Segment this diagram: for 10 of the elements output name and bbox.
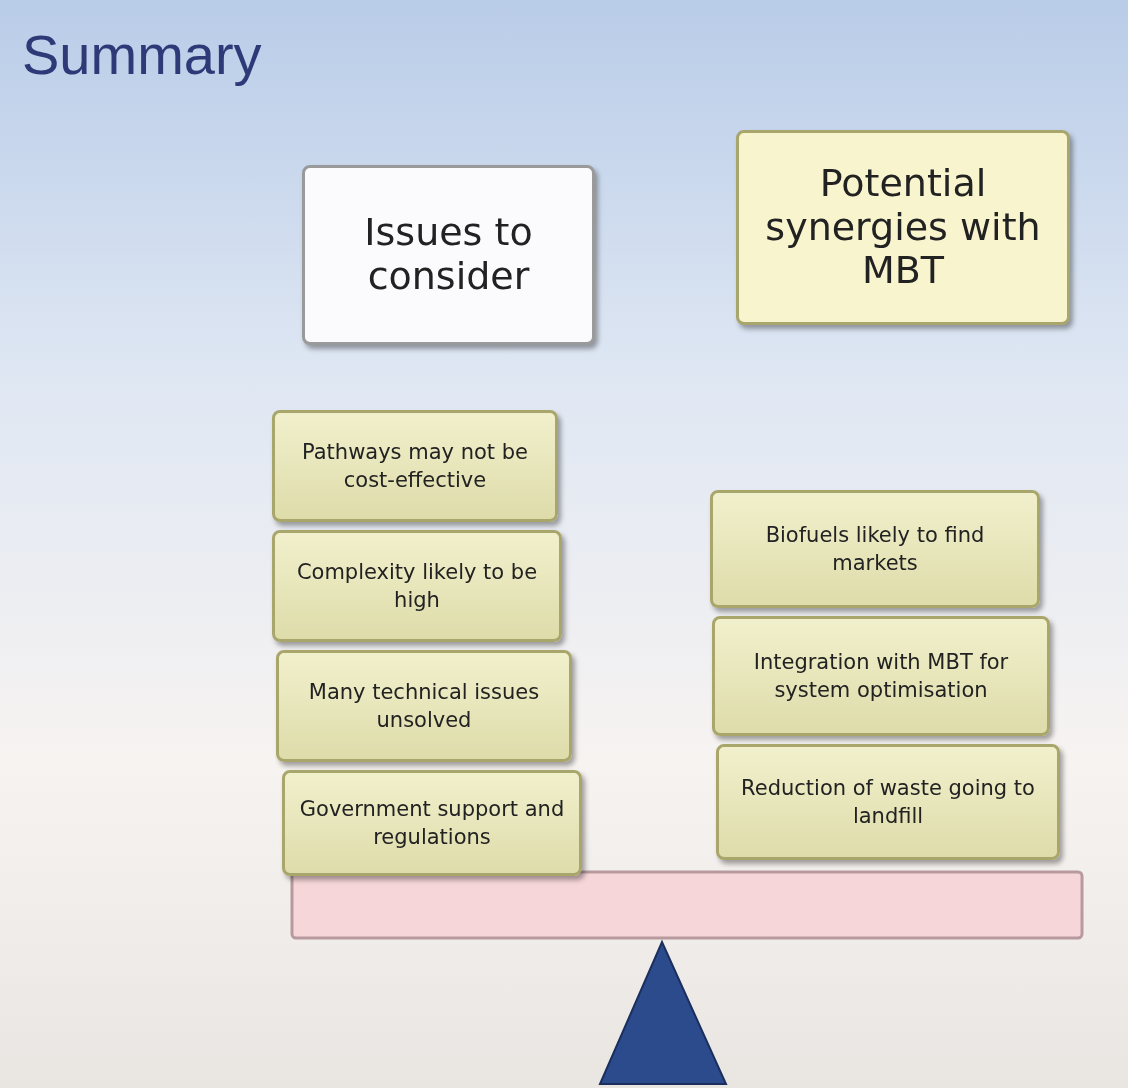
item-box: Biofuels likely to find markets: [710, 490, 1040, 608]
item-box: Integration with MBT for system optimisation: [712, 616, 1050, 736]
item-box: Complexity likely to be high: [272, 530, 562, 642]
item-box: Pathways may not be cost-effective: [272, 410, 558, 522]
slide-title: Summary: [22, 22, 262, 87]
heading-box: Issues to consider: [302, 165, 595, 345]
item-box: Reduction of waste going to landfill: [716, 744, 1060, 860]
heading-box: Potential synergies with MBT: [736, 130, 1070, 325]
item-box: Many technical issues unsolved: [276, 650, 572, 762]
item-box: Government support and regulations: [282, 770, 582, 876]
